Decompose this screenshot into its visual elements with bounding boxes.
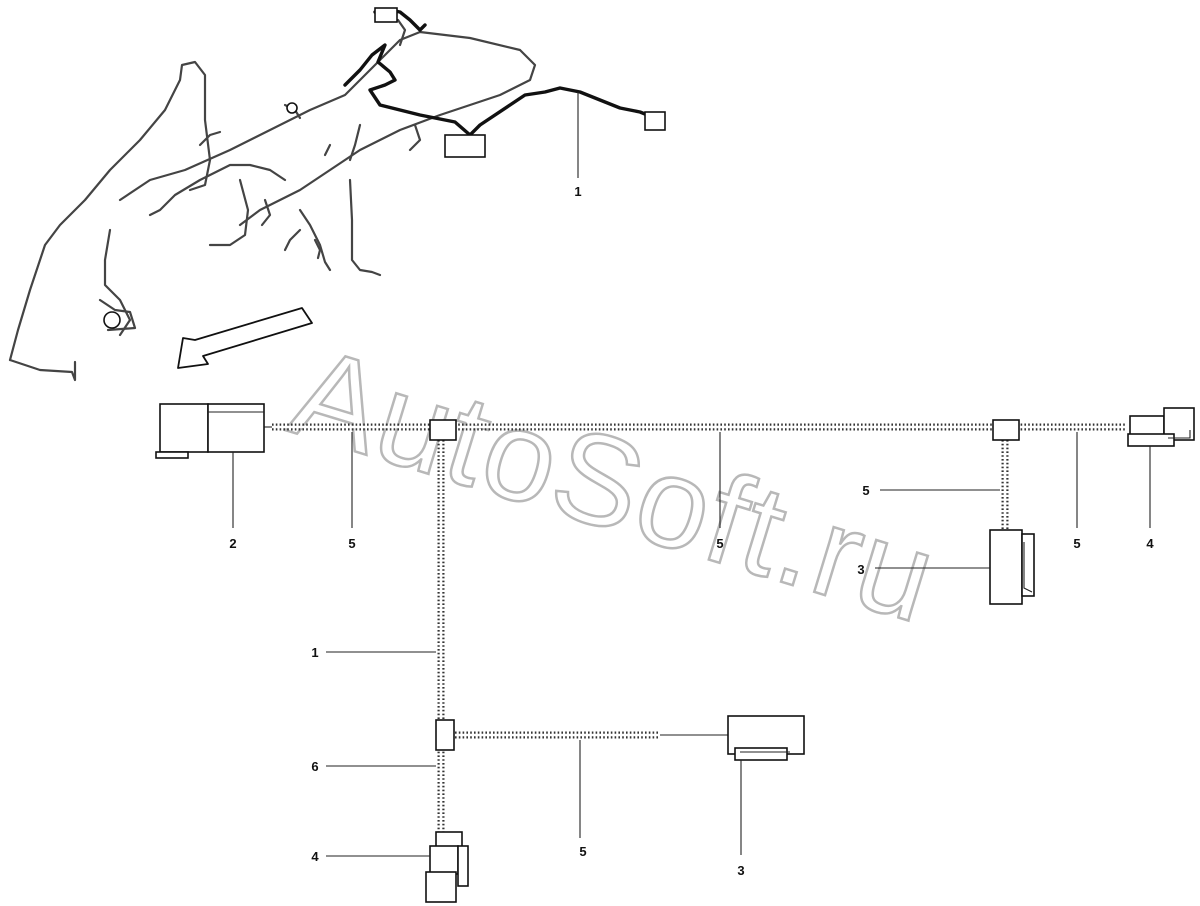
- callout-label-3-branch: 3: [857, 562, 864, 577]
- overview-relay-box-icon: [444, 134, 486, 158]
- callout-label-5-left: 5: [348, 536, 355, 551]
- junction-right: [992, 419, 1020, 441]
- overview-clip-icon: [286, 102, 298, 114]
- callout-label-5-lower: 5: [579, 844, 586, 859]
- junction-lower: [435, 719, 455, 751]
- connector-2: [155, 403, 265, 459]
- watermark: AutoSoft.ru: [277, 320, 952, 650]
- connector-3-lower: [727, 715, 805, 761]
- callout-label-4-right: 4: [1146, 536, 1154, 551]
- callout-label-6: 6: [311, 759, 318, 774]
- junction-left: [429, 419, 457, 441]
- overview-round-connector-icon: [103, 311, 121, 329]
- callout-label-1-vertical: 1: [311, 645, 318, 660]
- overview-top-connector-icon: [374, 7, 398, 23]
- connector-3-right-branch: [989, 529, 1035, 605]
- callout-label-3-lower: 3: [737, 863, 744, 878]
- connector-4-right: [1127, 407, 1195, 447]
- callout-label-2: 2: [229, 536, 236, 551]
- callout-label-5-right: 5: [1073, 536, 1080, 551]
- callout-label-5-mid: 5: [716, 536, 723, 551]
- callout-label-4-bottom: 4: [311, 849, 319, 864]
- callout-label-5-branch: 5: [862, 483, 869, 498]
- detail-arrow-icon: [177, 307, 313, 369]
- overview-connector-icon: [644, 111, 666, 131]
- overview-harness-illustration: [8, 7, 666, 382]
- callout-label-1-overview: 1: [574, 184, 581, 199]
- connector-4-bottom: [425, 831, 469, 903]
